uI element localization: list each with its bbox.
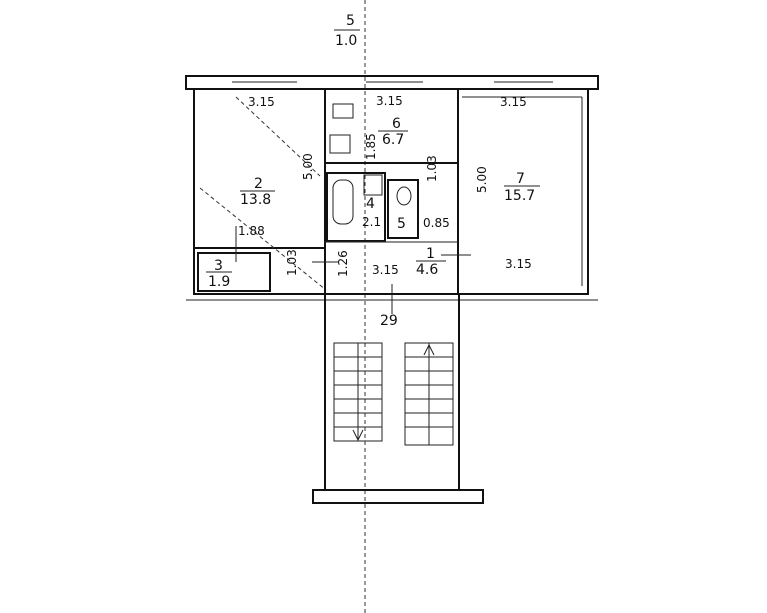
room6-area: 6.7: [382, 132, 404, 148]
dim-085: 0.85: [423, 216, 450, 230]
header-number: 5: [346, 13, 355, 29]
dim-diag-left: 5.00: [301, 153, 315, 180]
stairwell-bottom-wall: [312, 489, 484, 504]
stair-label: 29: [380, 313, 398, 329]
dim-21: 2.1: [362, 215, 381, 229]
dim-103-left: 1.03: [285, 249, 299, 276]
room2-area: 13.8: [240, 192, 271, 208]
room3-id: 3: [214, 258, 223, 274]
bathroom-outline: [326, 172, 386, 242]
room1-id: 1: [426, 246, 435, 262]
stove-icon: [332, 103, 354, 119]
washbasin-icon: [363, 174, 383, 196]
room3-outline: [197, 252, 271, 292]
sink-icon: [329, 134, 351, 154]
room7-id: 7: [516, 171, 525, 187]
dim-mid-vertical: 1.85: [364, 133, 378, 160]
dim-bottom-right: 3.15: [505, 257, 532, 271]
dim-bottom-mid: 3.15: [372, 263, 399, 277]
dim-top-mid: 3.15: [376, 94, 403, 108]
room4-label: 4: [366, 196, 375, 212]
toilet-outline: [387, 179, 419, 239]
dim-126: 1.26: [336, 250, 350, 277]
room7-area: 15.7: [504, 188, 535, 204]
header-ratio: 1.0: [335, 33, 357, 49]
room2-diagonal: [235, 96, 321, 177]
stair-flight-right: [404, 342, 454, 446]
dim-188: 1.88: [238, 224, 265, 238]
dim-right-vertical-1: 1.03: [425, 155, 439, 182]
room3-area: 1.9: [208, 274, 230, 290]
dim-top-right: 3.15: [500, 95, 527, 109]
stair-flight-left: [333, 342, 383, 442]
room1-area: 4.6: [416, 262, 438, 278]
room6-id: 6: [392, 116, 401, 132]
dim-top-left: 3.15: [248, 95, 275, 109]
room2-diagonal-2: [199, 187, 327, 291]
room5-label: 5: [397, 216, 406, 232]
room2-id: 2: [254, 176, 263, 192]
dim-right-vertical-2: 5.00: [475, 166, 489, 193]
toilet-icon: [396, 186, 412, 206]
bathtub-icon: [332, 179, 354, 225]
